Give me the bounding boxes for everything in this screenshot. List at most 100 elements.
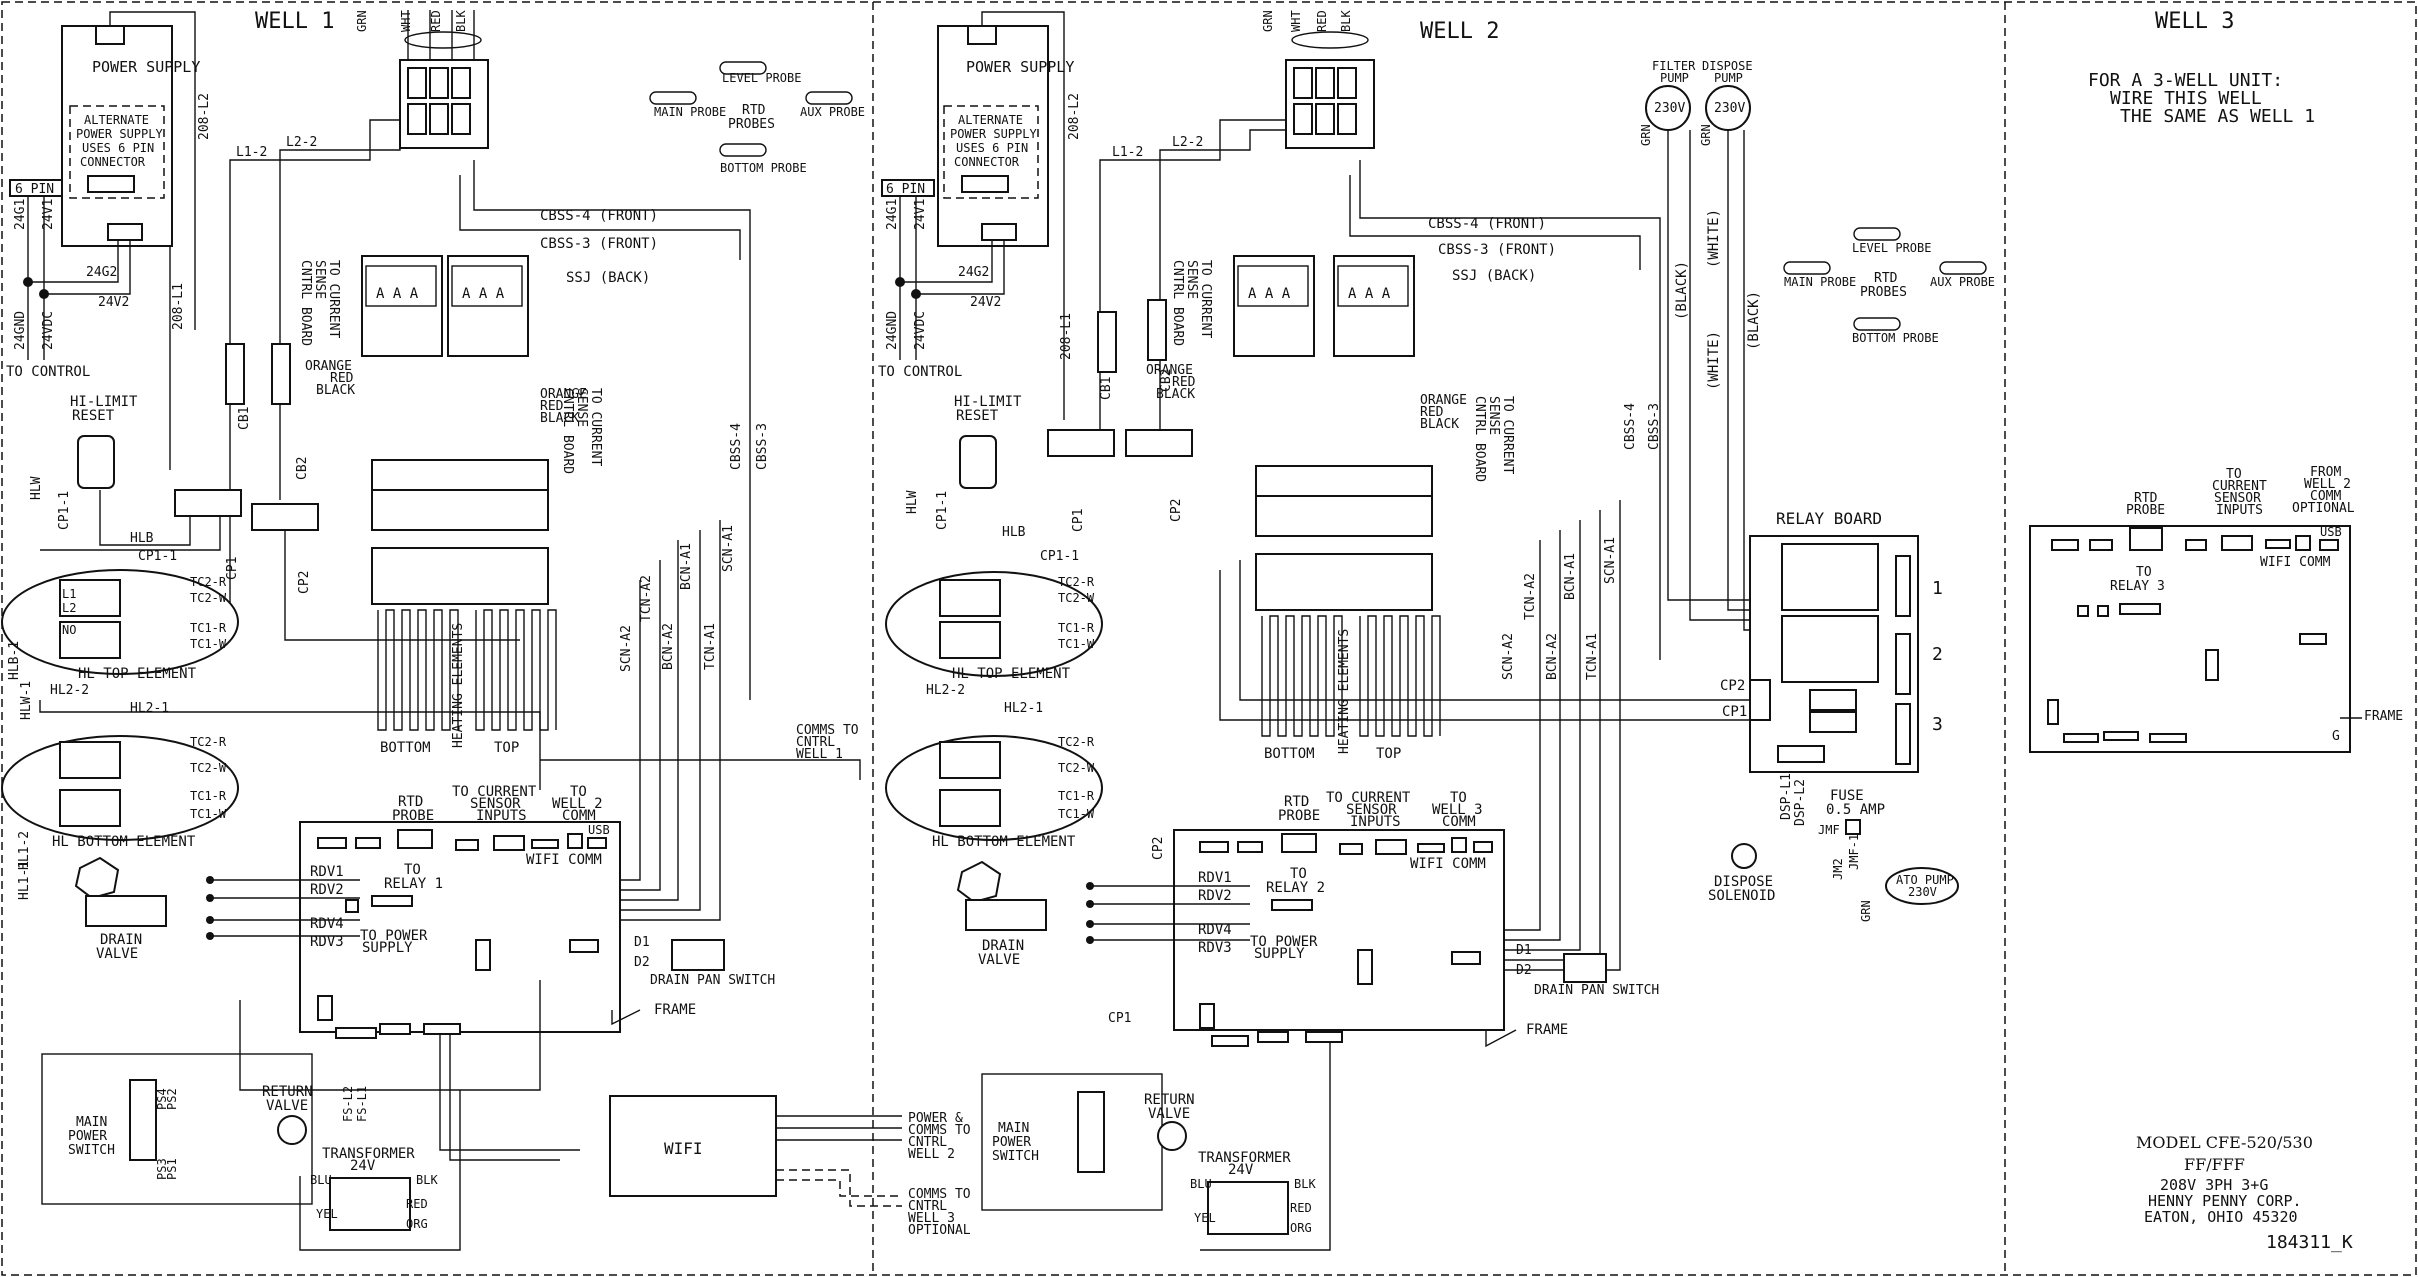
relay-n1: 1 xyxy=(1932,578,1943,599)
wire xyxy=(1359,160,1661,660)
drain-pan-label: DRAIN PAN SWITCH xyxy=(650,973,775,988)
terminal xyxy=(429,67,449,99)
no-label: NO xyxy=(62,623,76,637)
tc1r-label: TC1-R xyxy=(190,621,227,635)
relay-term-3 xyxy=(1895,703,1911,765)
wifi-label: WIFI xyxy=(664,1139,703,1158)
node xyxy=(1086,882,1094,890)
tc1r-label: TC1-R xyxy=(190,789,227,803)
dispose-solenoid-2: SOLENOID xyxy=(1708,888,1775,904)
return-valve-icon xyxy=(277,1115,307,1145)
connector xyxy=(2265,539,2291,549)
power-comms-3: CNTRL xyxy=(908,1135,947,1150)
bottom-probe-icon-2 xyxy=(1853,317,1901,331)
return-valve-icon-2 xyxy=(1157,1121,1187,1151)
node xyxy=(206,932,214,940)
heating-coil-top xyxy=(475,609,557,731)
relay-cp2: CP2 xyxy=(1720,678,1745,694)
rdv4-2: RDV4 xyxy=(1198,922,1232,938)
main-power-switch-2 xyxy=(1077,1091,1105,1173)
drain-valve-2b: VALVE xyxy=(978,952,1020,968)
aux-probe-2: AUX PROBE xyxy=(1930,275,1995,289)
cp2-label-2: CP2 xyxy=(1169,499,1184,522)
aux-probe-icon xyxy=(805,91,853,105)
current-connector-2 xyxy=(1375,839,1407,855)
power-supply-label-2: POWER SUPPLY xyxy=(966,58,1074,76)
probe-group: LEVEL PROBE MAIN PROBE RTD PROBES AUX PR… xyxy=(649,61,865,175)
fuse-1: FUSE xyxy=(1830,788,1864,804)
jmf-label: JMF xyxy=(1818,823,1840,837)
relay-2 xyxy=(1781,615,1879,683)
l2-label: L2 xyxy=(62,601,76,615)
well-3-group: FOR A 3-WELL UNIT: WIRE THIS WELL THE SA… xyxy=(2029,70,2403,753)
label-24vdc: 24VDC xyxy=(41,311,56,350)
scn-a2-2: SCN-A2 xyxy=(1501,633,1516,680)
hi-limit-label: HI-LIMIT xyxy=(70,394,138,410)
terminal xyxy=(407,103,427,135)
ps3-label: PS3 xyxy=(155,1158,169,1180)
reset-label: RESET xyxy=(72,408,115,424)
tcn-a1-2: TCN-A1 xyxy=(1585,633,1600,680)
hl21-label: HL2-1 xyxy=(130,701,169,716)
label-l1-2: L1-2 xyxy=(236,145,267,160)
to-current-2e: SENSE xyxy=(1486,396,1501,435)
power-supply-box xyxy=(61,25,173,247)
six-pin-label-2: 6 PIN xyxy=(886,182,925,197)
cb1-breaker xyxy=(225,343,245,405)
alt-supply-line-2: POWER SUPPLY xyxy=(76,127,163,141)
probes-2: PROBES xyxy=(1860,285,1907,300)
cbss4-v-2: CBSS-4 xyxy=(1623,403,1638,450)
comms-to-label: COMMS TO xyxy=(796,723,859,738)
terminal xyxy=(1315,103,1335,135)
usb-connector-2 xyxy=(1473,841,1493,853)
to-current-inputs-2c: INPUTS xyxy=(1350,814,1401,830)
connector xyxy=(2063,733,2099,743)
ps4-label: PS4 xyxy=(155,1088,169,1110)
comms-well3-1: COMMS TO xyxy=(908,1187,971,1202)
hlw-label-2: HLW xyxy=(905,490,920,514)
label-l1-2-2: L1-2 xyxy=(1112,145,1143,160)
l1-label: L1 xyxy=(62,587,76,601)
alt-supply-line-4: CONNECTOR xyxy=(80,155,146,169)
wire-blk: BLK xyxy=(454,10,468,32)
hl12-label: HL1-2 xyxy=(17,831,32,870)
hl22-label-2: HL2-2 xyxy=(926,683,965,698)
rtd-probe-label-1: RTD xyxy=(398,794,423,810)
grn-ato: GRN xyxy=(1859,900,1873,922)
wire-to-well3 xyxy=(776,1169,902,1207)
d1-2: D1 xyxy=(1516,943,1532,958)
w3-current-connector xyxy=(2221,535,2253,551)
cbss4-label-2: CBSS-4 (FRONT) xyxy=(1428,216,1546,232)
terminal xyxy=(1315,67,1335,99)
to-power-2a: TO POWER xyxy=(1250,934,1318,950)
grn-dispose: GRN xyxy=(1699,124,1713,146)
relay-n2: 2 xyxy=(1932,644,1943,665)
well-1-title: WELL 1 xyxy=(255,9,334,34)
alt-supply-2-line-1: ALTERNATE xyxy=(958,113,1023,127)
wifi-comm-2: WIFI COMM xyxy=(1410,856,1486,872)
grn-filter: GRN xyxy=(1639,124,1653,146)
aux-probe-label: AUX PROBE xyxy=(800,105,865,119)
power-connector-2 xyxy=(967,25,997,45)
hl-bottom-label: HL BOTTOM ELEMENT xyxy=(52,834,196,850)
drain-valve-body-2 xyxy=(965,899,1047,931)
to-relay-2a: TO xyxy=(1290,866,1307,882)
label-24g2-2: 24G2 xyxy=(958,265,989,280)
terminal-strip-top xyxy=(371,459,549,491)
connector xyxy=(1305,1031,1343,1043)
six-pin-connector xyxy=(87,175,135,193)
filter-pump-volt: 230V xyxy=(1654,101,1685,116)
ato-pump-2: 230V xyxy=(1908,885,1937,899)
cb1-label-2: CB1 xyxy=(1099,377,1114,400)
node xyxy=(206,916,214,924)
connector xyxy=(1339,843,1363,855)
w3-rtd-2: PROBE xyxy=(2126,503,2165,518)
well-1-group: POWER SUPPLY ALTERNATE POWER SUPPLY USES… xyxy=(1,10,865,1251)
yel-2: YEL xyxy=(1194,1211,1216,1225)
hl22-label: HL2-2 xyxy=(50,683,89,698)
cp2-2b: CP2 xyxy=(1151,837,1166,860)
return-valve-2a: RETURN xyxy=(1144,1092,1195,1108)
w3-rtd-connector xyxy=(2129,527,2163,551)
connector xyxy=(1357,949,1373,985)
w3-frame: FRAME xyxy=(2364,709,2403,724)
